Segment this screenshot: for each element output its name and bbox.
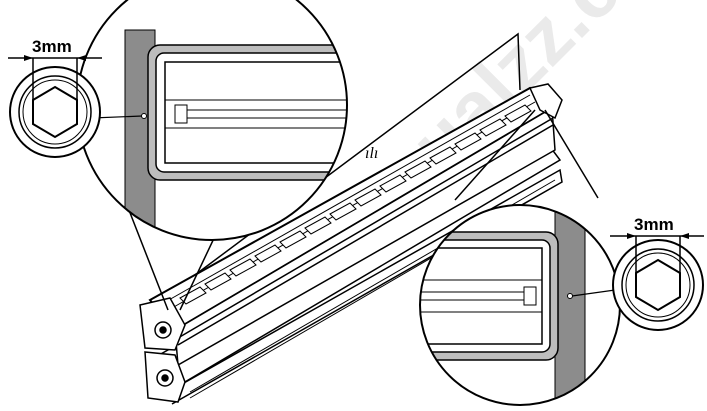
brand-mark: ılı	[365, 145, 378, 162]
left-dimension-label: 3mm	[32, 37, 72, 56]
end-cap-left	[139, 297, 186, 403]
end-cap-right	[528, 83, 563, 120]
left-screw-hole	[141, 113, 147, 119]
right-detail-callout: 3mm	[419, 109, 704, 406]
right-dimension-label: 3mm	[634, 215, 674, 234]
led-cells	[179, 104, 532, 305]
right-hex-key-detail: 3mm	[610, 215, 704, 331]
left-detail-callout: 3mm	[8, 0, 348, 311]
left-hex-key-detail: 3mm	[8, 37, 102, 158]
right-screw-hole	[567, 293, 573, 299]
